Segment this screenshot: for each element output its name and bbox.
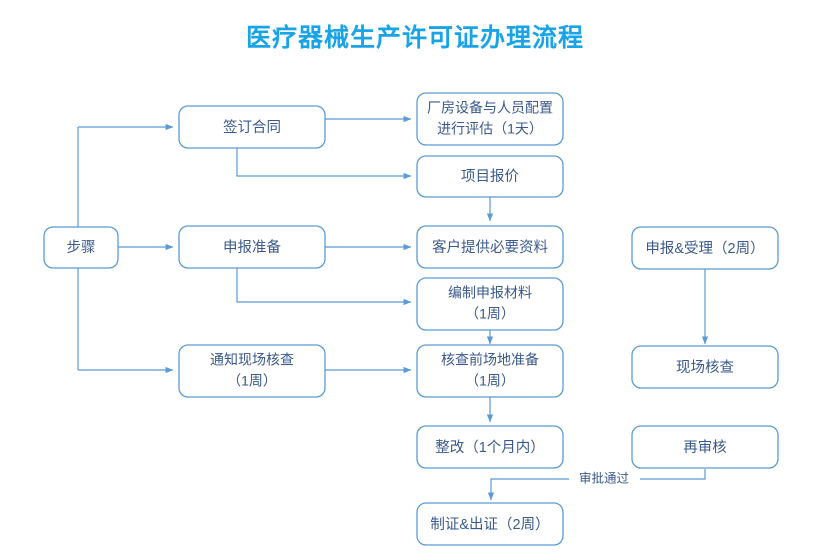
node-site-inspection-box[interactable] — [631, 345, 779, 389]
node-declare-prep-label: 申报准备 — [223, 239, 281, 256]
node-sign-contract-box[interactable] — [178, 105, 326, 149]
node-declare-accept[interactable]: 申报&受理（2周） — [631, 226, 779, 270]
node-declare-accept-box[interactable] — [631, 226, 779, 270]
node-steps[interactable]: 步骤 — [43, 226, 119, 269]
node-steps-label: 步骤 — [67, 239, 96, 256]
node-customer-docs[interactable]: 客户提供必要资料 — [416, 225, 564, 269]
node-site-inspection[interactable]: 现场核查 — [631, 345, 779, 389]
node-re-review[interactable]: 再审核 — [631, 425, 779, 469]
node-declare-prep-box[interactable] — [178, 225, 326, 269]
node-steps-box[interactable] — [43, 226, 119, 269]
node-project-quote[interactable]: 项目报价 — [416, 155, 564, 198]
node-customer-docs-box[interactable] — [416, 225, 564, 269]
node-declare-prep[interactable]: 申报准备 — [178, 225, 326, 269]
node-rectify[interactable]: 整改（1个月内） — [416, 425, 564, 469]
node-plant-eval-box[interactable] — [416, 92, 564, 146]
node-issue-cert-label: 制证&出证（2周） — [430, 516, 549, 533]
connector-sign-contract-to-project-quote — [236, 148, 412, 180]
page-title: 医疗器械生产许可证办理流程 — [245, 24, 584, 52]
node-issue-cert-box[interactable] — [416, 502, 564, 546]
node-layer: 步骤 签订合同 厂房设备与人员配置 进行评估（1天） 项目报价 申报准备 客户提… — [43, 92, 779, 546]
connector-re-review-to-issue-cert — [640, 469, 706, 480]
node-site-prep[interactable]: 核查前场地准备 （1周） — [416, 344, 564, 398]
node-compile-docs-box[interactable] — [416, 277, 564, 331]
connector-label-approved: 审批通过 — [579, 470, 630, 485]
connector-approved-branch — [487, 478, 569, 501]
node-project-quote-box[interactable] — [416, 155, 564, 198]
node-sign-contract-label: 签订合同 — [223, 119, 281, 136]
node-issue-cert[interactable]: 制证&出证（2周） — [416, 502, 564, 546]
node-customer-docs-label: 客户提供必要资料 — [432, 239, 548, 256]
node-compile-docs-label-line2: （1周） — [465, 306, 515, 322]
node-plant-eval-label-line2: 进行评估（1天） — [437, 121, 543, 137]
node-notify-site-check-box[interactable] — [178, 344, 326, 398]
node-sign-contract[interactable]: 签订合同 — [178, 105, 326, 149]
node-re-review-label: 再审核 — [683, 439, 727, 456]
node-notify-site-check[interactable]: 通知现场核查 （1周） — [178, 344, 326, 398]
node-compile-docs[interactable]: 编制申报材料 （1周） — [416, 277, 564, 331]
node-plant-eval-label-line1: 厂房设备与人员配置 — [427, 100, 553, 116]
node-plant-eval[interactable]: 厂房设备与人员配置 进行评估（1天） — [416, 92, 564, 146]
node-site-prep-box[interactable] — [416, 344, 564, 398]
node-rectify-box[interactable] — [416, 425, 564, 469]
node-rectify-label: 整改（1个月内） — [435, 439, 545, 456]
node-site-inspection-label: 现场核查 — [676, 359, 734, 376]
connector-declare-prep-to-compile-docs — [236, 268, 412, 306]
node-site-prep-label-line2: （1周） — [465, 373, 515, 389]
node-notify-site-check-label-line1: 通知现场核查 — [210, 352, 294, 368]
connector-layer: 审批通过 — [77, 115, 709, 501]
node-re-review-box[interactable] — [631, 425, 779, 469]
node-site-prep-label-line1: 核查前场地准备 — [441, 352, 539, 368]
node-notify-site-check-label-line2: （1周） — [227, 373, 277, 389]
node-project-quote-label: 项目报价 — [461, 168, 519, 185]
node-declare-accept-label: 申报&受理（2周） — [645, 240, 764, 257]
node-compile-docs-label-line1: 编制申报材料 — [448, 285, 532, 301]
